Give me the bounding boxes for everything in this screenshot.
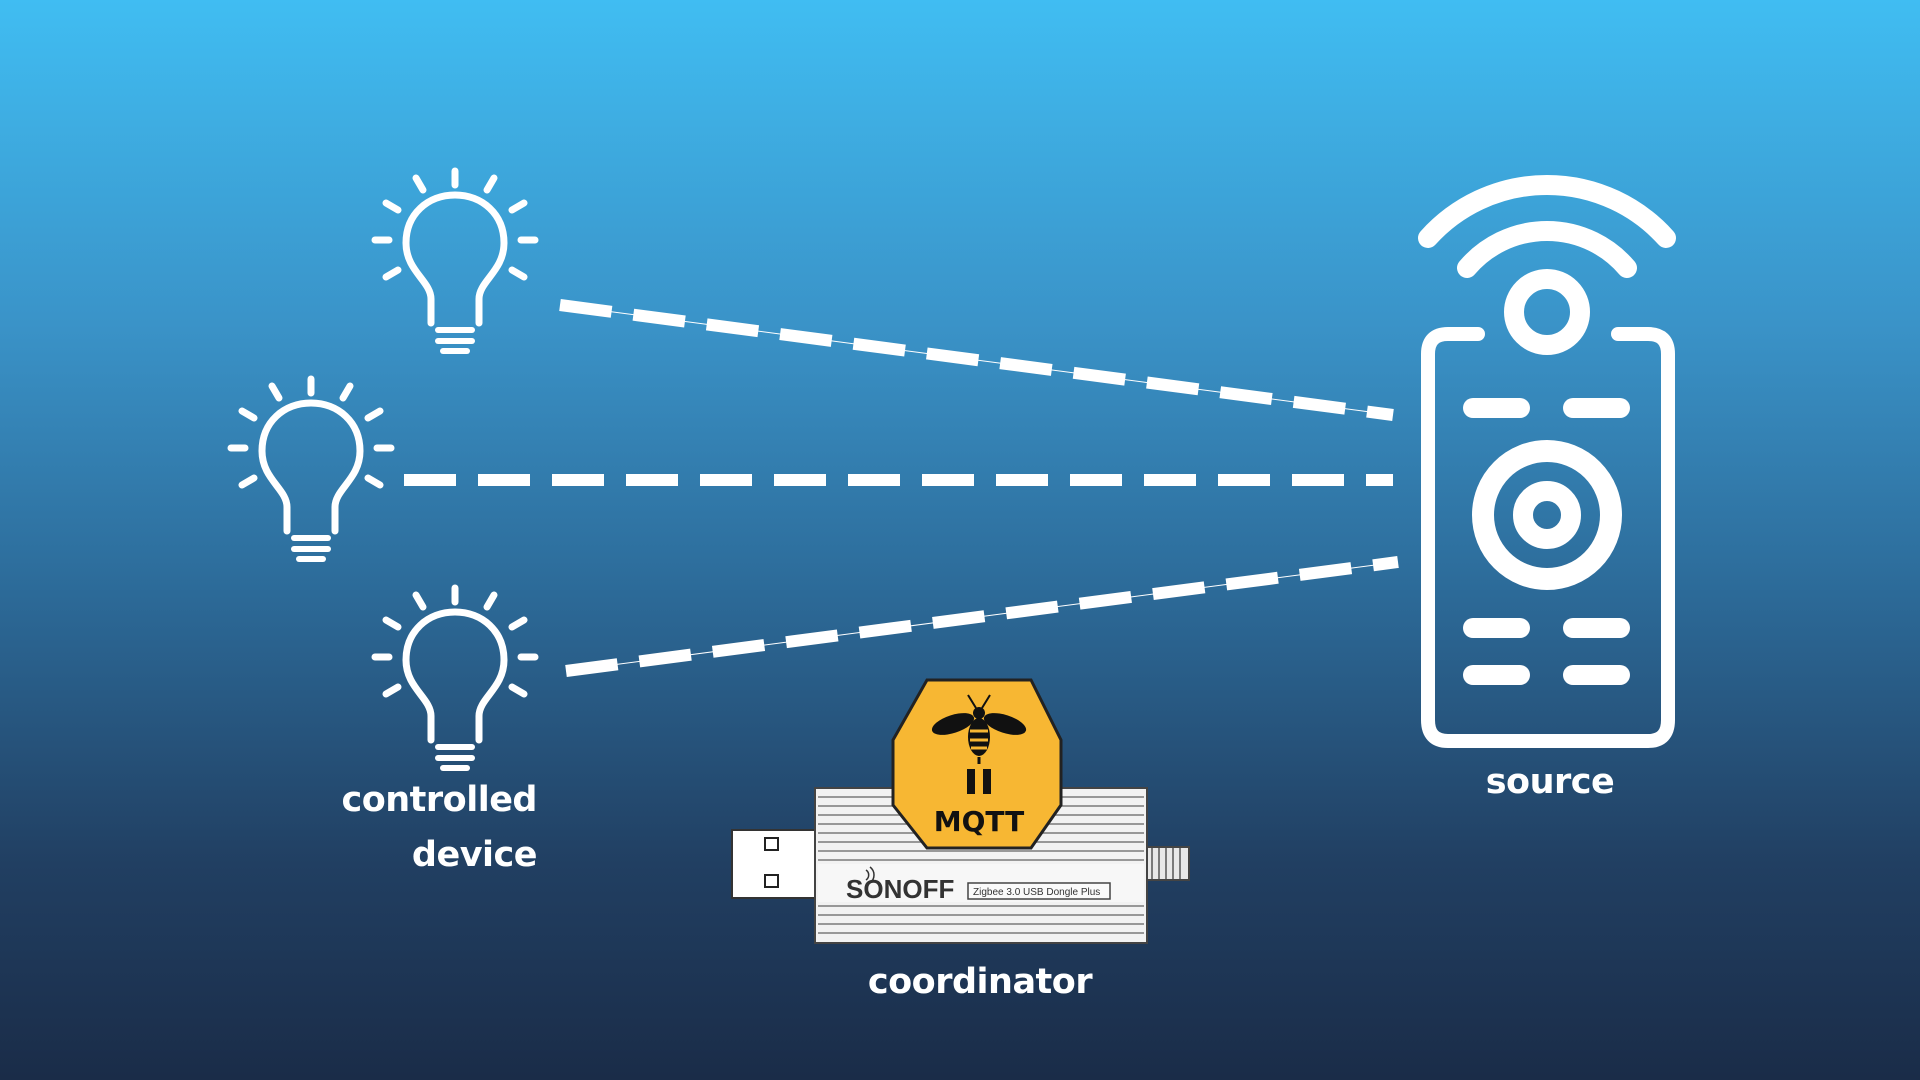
- coordinator-label: coordinator: [867, 962, 1093, 1002]
- source-label: source: [1485, 762, 1615, 802]
- connection-line-top: [559, 299, 1394, 421]
- remote-icon: [1418, 174, 1676, 748]
- mqtt-logo-text: MQTT: [934, 805, 1025, 838]
- bulb-icon: [375, 171, 535, 351]
- bulb-icon: [375, 588, 535, 768]
- connection-line-bottom: [565, 556, 1399, 677]
- zigbee2mqtt-logo-icon: MQTT: [891, 678, 1063, 850]
- sonoff-brand-text: SONOFF: [846, 874, 954, 904]
- controlled-device-label-line2: device: [411, 835, 538, 875]
- bulb-icon: [231, 379, 391, 559]
- controlled-device-label-line1: controlled: [341, 780, 537, 820]
- controlled-device-label: controlled device: [341, 773, 537, 883]
- dongle-model-text: Zigbee 3.0 USB Dongle Plus: [973, 887, 1100, 898]
